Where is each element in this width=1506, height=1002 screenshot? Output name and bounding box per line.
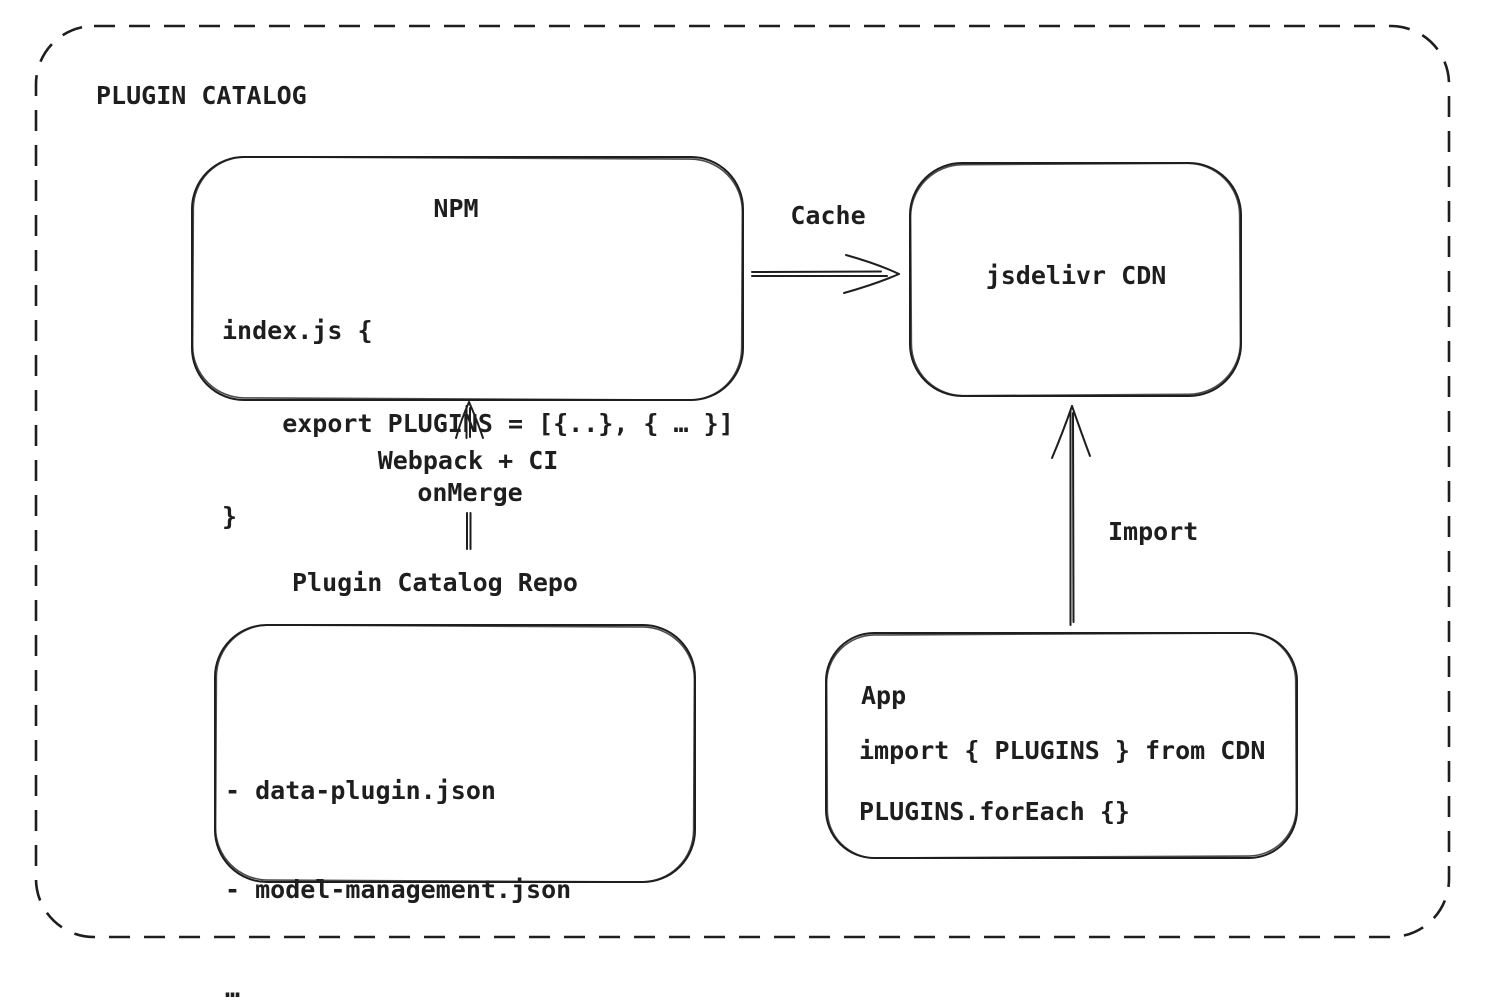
- cache-arrow: [751, 254, 900, 294]
- import-arrow: [1051, 405, 1091, 626]
- npm-code: index.js { export PLUGINS = [{..}, { … }…: [222, 253, 734, 594]
- npm-code-line: }: [222, 502, 238, 531]
- app-box: [825, 632, 1298, 859]
- app-code-foreach: PLUGINS.forEach {}: [859, 797, 1130, 826]
- repo-box: [214, 624, 696, 883]
- app-code-import: import { PLUGINS } from CDN: [859, 736, 1266, 765]
- plugin-catalog-boundary: [34, 24, 1451, 939]
- repo-file-item: - data-plugin.json: [225, 776, 496, 805]
- build-arrow-label: Webpack + CI: [377, 446, 559, 475]
- npm-box: [191, 156, 744, 401]
- repo-box-label: Plugin Catalog Repo: [292, 568, 578, 597]
- repo-file-list: - data-plugin.json - model-management.js…: [225, 708, 571, 1002]
- diagram-title: PLUGIN CATALOG: [96, 81, 307, 110]
- import-arrow-label: Import: [1108, 517, 1199, 546]
- cache-arrow-label: Cache: [790, 201, 866, 230]
- cdn-label: jsdelivr CDN: [985, 261, 1167, 290]
- build-arrow: [455, 401, 484, 550]
- repo-file-item: …: [225, 974, 241, 1002]
- build-arrow-sublabel: onMerge: [417, 478, 523, 507]
- app-title: App: [861, 681, 907, 710]
- npm-title: NPM: [433, 194, 479, 223]
- cdn-box: [909, 162, 1242, 397]
- npm-code-line: index.js {: [222, 316, 373, 345]
- repo-file-item: - model-management.json: [225, 875, 572, 904]
- npm-code-line: export PLUGINS = [{..}, { … }]: [222, 409, 734, 438]
